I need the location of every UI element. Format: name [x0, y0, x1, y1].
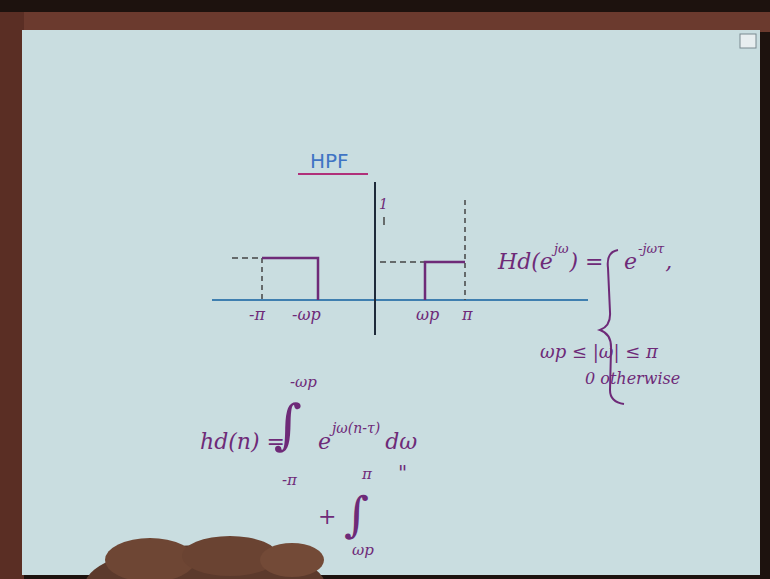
level-dash	[380, 261, 424, 263]
finger	[105, 538, 195, 579]
passband-left	[262, 258, 318, 300]
slide-title: HPF	[310, 150, 349, 172]
title-underline	[298, 173, 368, 175]
board	[22, 30, 760, 575]
axis-tick-label: -ωp	[292, 306, 321, 324]
frame-left	[0, 12, 24, 579]
exponent: -jωτ	[638, 242, 664, 256]
equation-term: Hd(e	[498, 250, 553, 274]
level-dash	[232, 257, 262, 259]
frame-top	[0, 12, 770, 32]
tick	[383, 217, 385, 225]
pi-dash	[261, 258, 263, 300]
equation-term: ,	[665, 250, 672, 274]
equation-term: e	[624, 250, 637, 274]
equation-term: e	[318, 430, 331, 454]
magnitude-axis	[374, 182, 376, 335]
corner-icon	[740, 34, 756, 48]
integral-limit: ωp	[352, 542, 374, 559]
axis-tick-label: π	[462, 306, 473, 324]
equation-term: dω	[385, 430, 417, 454]
equation-term: ) =	[570, 250, 604, 274]
equation-term: hd(n) =	[200, 430, 285, 454]
integral-limit: -ωp	[290, 374, 317, 391]
axis-tick-label: -π	[249, 306, 265, 324]
integral-sign: ∫	[344, 488, 369, 541]
condition: 0 otherwise	[585, 370, 680, 388]
finger	[260, 543, 324, 577]
ditto-mark: "	[398, 462, 407, 484]
axis-tick-label: ωp	[416, 306, 439, 324]
integral-limit: π	[362, 466, 372, 483]
passband-right	[425, 262, 465, 300]
equation-term: +	[318, 505, 336, 529]
condition: ωp ≤ |ω| ≤ π	[540, 342, 658, 362]
exponent: jω	[554, 242, 569, 256]
integral-sign: ∫	[274, 395, 302, 454]
axis-value: 1	[379, 197, 388, 212]
integral-limit: -π	[282, 472, 297, 489]
frequency-axis	[212, 299, 588, 301]
exponent: jω(n-τ)	[332, 421, 380, 436]
pi-dash	[464, 200, 466, 300]
